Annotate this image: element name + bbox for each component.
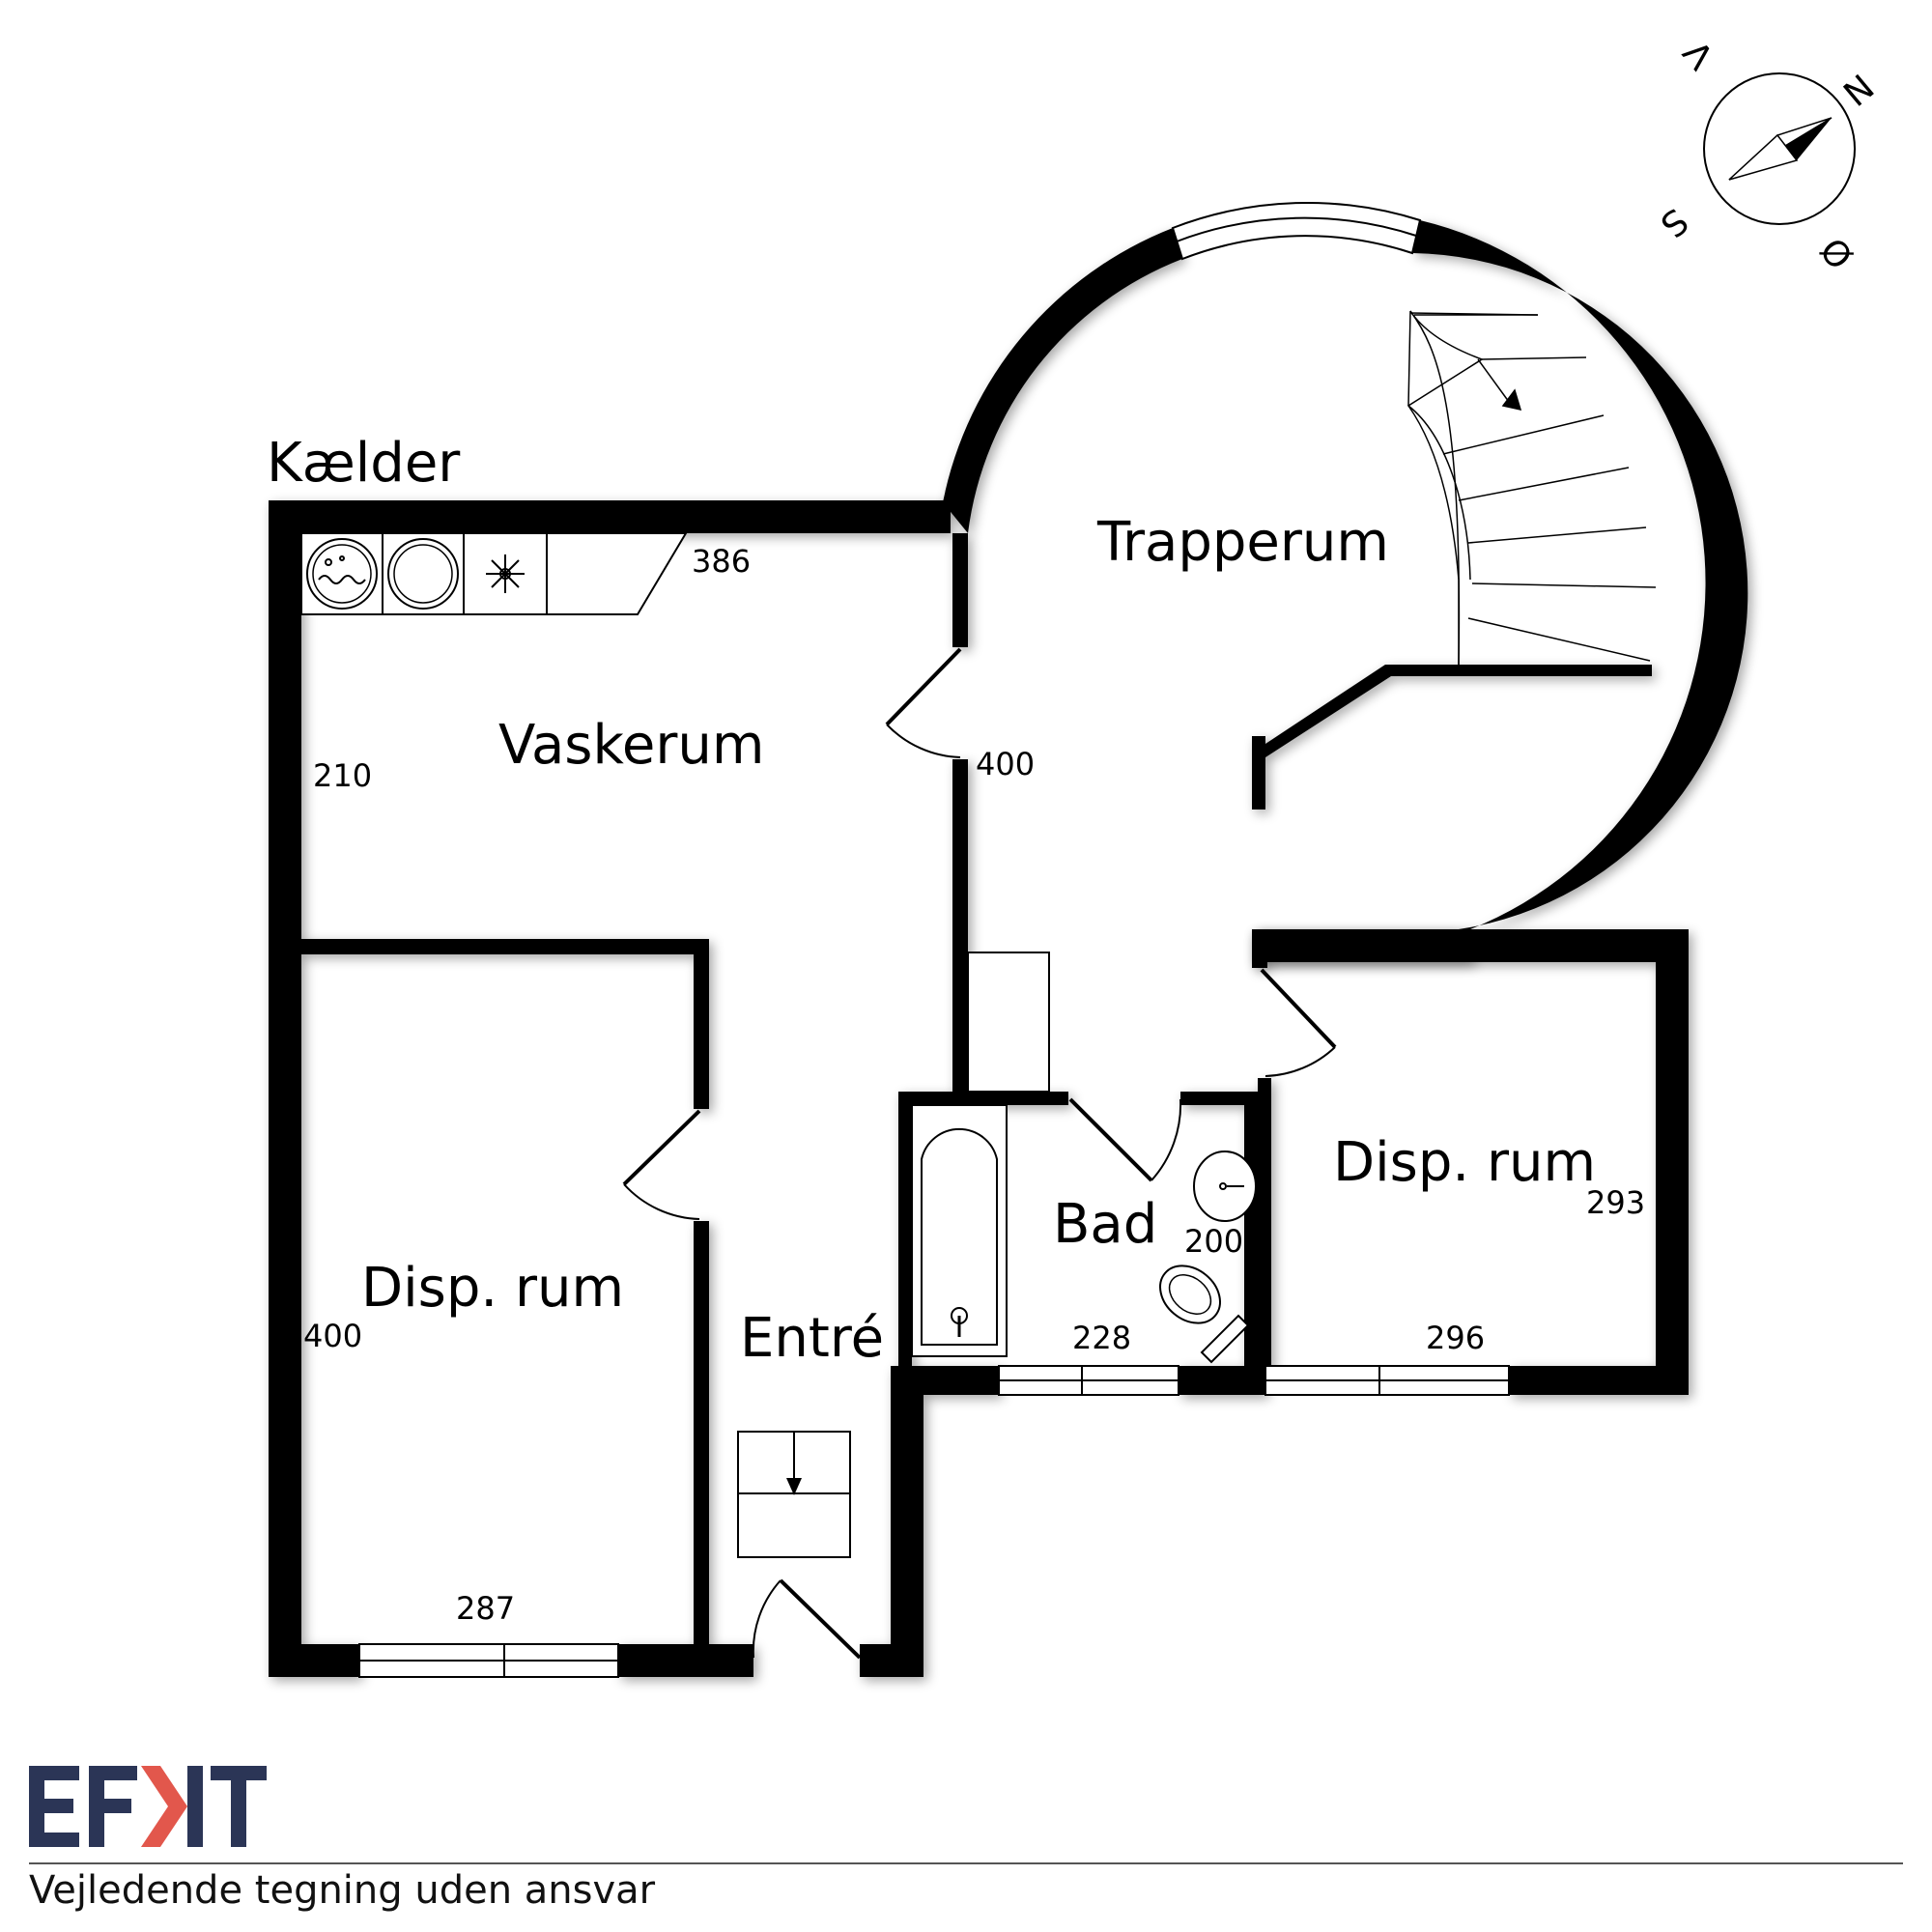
room-label-entre: Entré: [740, 1307, 884, 1370]
dim-vaskerum-width: 386: [692, 543, 751, 580]
room-label-disp-rum-right: Disp. rum: [1333, 1131, 1596, 1194]
room-label-bad: Bad: [1053, 1193, 1157, 1256]
storage-niche: [967, 952, 1050, 1093]
door-bad: [1068, 1097, 1182, 1182]
entrance-stair: [737, 1431, 851, 1558]
dim-bad-depth: 200: [1184, 1223, 1243, 1260]
room-label-vaskerum: Vaskerum: [498, 714, 764, 777]
logo-chevron-accent: [141, 1766, 187, 1847]
logo-letter-f: [89, 1766, 137, 1847]
footer-divider: [29, 1862, 1903, 1864]
dim-trapperum: 400: [976, 746, 1035, 782]
tumble-dryer-icon: [387, 538, 459, 610]
door-disp-right: [1260, 968, 1337, 1077]
window-disp-right: [1264, 1365, 1510, 1396]
compass-south: S: [1653, 200, 1695, 244]
logo-letter-e: [29, 1766, 79, 1847]
door-disp-left: [622, 1109, 701, 1220]
dim-disp-left-depth: 400: [303, 1318, 362, 1354]
washbasin: [1193, 1151, 1257, 1222]
footer-disclaimer: Vejledende tegning uden ansvar: [29, 1868, 656, 1913]
window-disp-left: [358, 1643, 619, 1678]
stair-room-window: [1171, 201, 1422, 261]
toilet: [1159, 1264, 1250, 1364]
dim-disp-right-depth: 293: [1586, 1184, 1645, 1221]
stair-room-wall: [943, 220, 1748, 962]
efkit-logo: [29, 1766, 267, 1847]
dim-disp-left-width: 287: [456, 1590, 515, 1627]
freezer-snowflake-icon: [486, 554, 525, 593]
logo-letter-t: [211, 1766, 267, 1847]
dim-bad-width: 228: [1072, 1320, 1131, 1356]
logo-letter-k-i: [187, 1766, 203, 1847]
dim-vaskerum-depth: 210: [313, 757, 372, 794]
door-vaskerum-trapperum: [885, 647, 962, 758]
washing-machine-icon: [306, 538, 378, 610]
compass-east: Ø: [1811, 231, 1860, 277]
compass-west: V: [1676, 32, 1721, 76]
window-bad: [998, 1365, 1179, 1396]
dim-disp-right-width: 296: [1426, 1320, 1485, 1356]
spiral-stair: [1406, 310, 1657, 666]
room-label-trapperum: Trapperum: [1096, 511, 1389, 574]
compass: N Ø S V: [1653, 32, 1883, 277]
floor-title: Kælder: [267, 432, 461, 495]
compass-needle-icon: [1728, 117, 1833, 181]
room-label-disp-rum-left: Disp. rum: [361, 1257, 624, 1320]
bathtub: [911, 1104, 1008, 1357]
door-entrance: [752, 1578, 862, 1660]
